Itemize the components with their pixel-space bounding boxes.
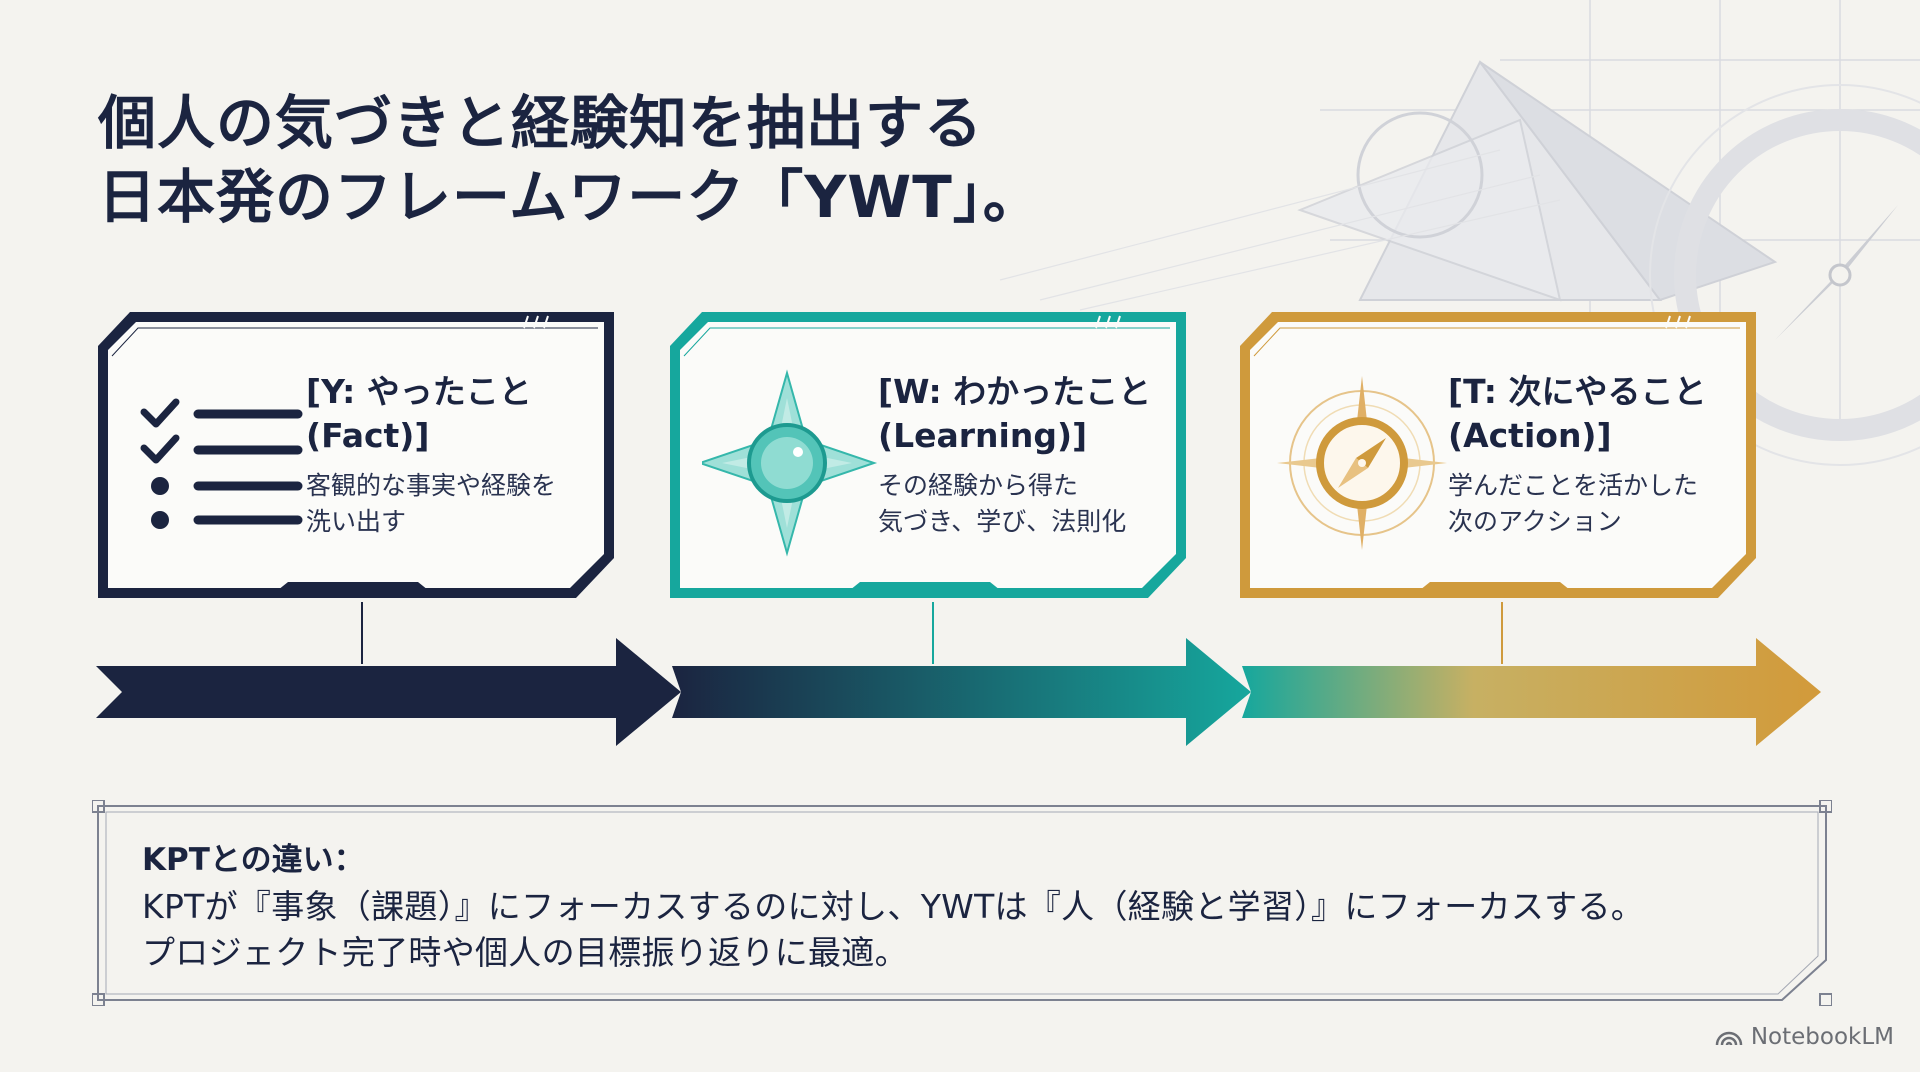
card-frame bbox=[670, 312, 1186, 598]
step-card-t: [T: 次にやること (Action)] 学んだことを活かした 次のアクション bbox=[1240, 308, 1764, 608]
timeline-arrows bbox=[96, 638, 1821, 746]
title-line-2: 日本発のフレームワーク「YWT」。 bbox=[98, 163, 1042, 231]
note-line-1: KPTが『事象（課題）』にフォーカスするのに対し、YWTは『人（経験と学習）』に… bbox=[142, 887, 1645, 926]
step-description-t: 学んだことを活かした 次のアクション bbox=[1448, 471, 1699, 536]
page-title: 個人の気づきと経験知を抽出する 日本発のフレームワーク「YWT」。 bbox=[98, 86, 1042, 234]
arrow-y bbox=[96, 638, 681, 746]
kpt-comparison-box: KPTとの違い： KPTが『事象（課題）』にフォーカスするのに対し、YWTは『人… bbox=[92, 800, 1832, 1006]
step-heading-w: [W: わかったこと (Learning)] bbox=[878, 372, 1152, 455]
arrow-t bbox=[1242, 638, 1821, 746]
note-title: KPTとの違い： bbox=[142, 842, 365, 878]
title-line-1: 個人の気づきと経験知を抽出する bbox=[98, 89, 984, 157]
step-card-y: [Y: やったこと (Fact)] 客観的な事実や経験を 洗い出す bbox=[98, 308, 622, 608]
connector-t bbox=[1501, 602, 1503, 664]
watermark-label: NotebookLM bbox=[1750, 1024, 1894, 1050]
note-frame bbox=[92, 800, 1832, 1006]
step-heading-t: [T: 次にやること (Action)] bbox=[1448, 372, 1707, 455]
checklist-icon bbox=[140, 398, 303, 529]
arrow-w bbox=[672, 638, 1251, 746]
note-line-2: プロジェクト完了時や個人の目標振り返りに最適。 bbox=[142, 933, 908, 972]
card-frame bbox=[1240, 312, 1756, 598]
connector-y bbox=[361, 602, 363, 664]
connector-w bbox=[932, 602, 934, 664]
step-description-w: その経験から得た 気づき、学び、法則化 bbox=[878, 471, 1127, 536]
compass-icon bbox=[1277, 376, 1447, 550]
notebooklm-logo-icon bbox=[1715, 1031, 1743, 1046]
step-heading-y: [Y: やったこと (Fact)] bbox=[306, 372, 532, 455]
step-card-w: [W: わかったこと (Learning)] その経験から得た 気づき、学び、法… bbox=[670, 308, 1194, 608]
step-description-y: 客観的な事実や経験を 洗い出す bbox=[306, 471, 557, 536]
crystal-star-icon bbox=[702, 369, 878, 557]
notebooklm-watermark: NotebookLM bbox=[1715, 1024, 1894, 1050]
